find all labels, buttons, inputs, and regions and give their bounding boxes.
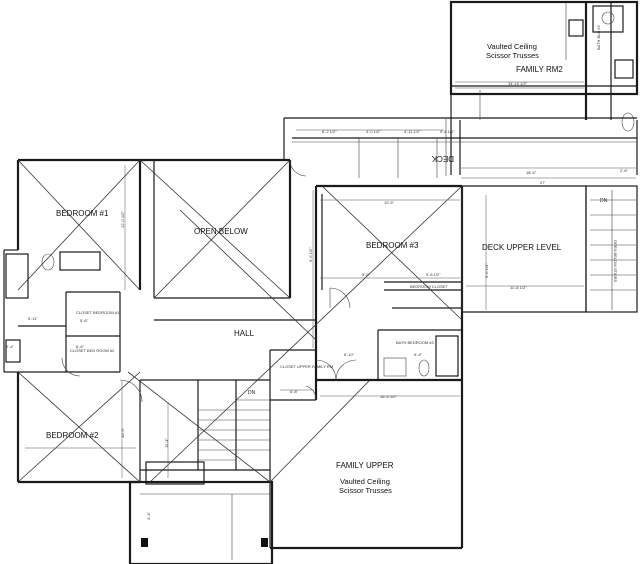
dim-label: 11'-4": [164, 438, 169, 448]
bedroom1-label: BEDROOM #1: [56, 209, 109, 218]
dim-label: 4'-11 1/2": [404, 129, 421, 134]
dim-label: 10'-5": [384, 200, 395, 205]
bedroom3-label: BEDROOM #3: [366, 241, 419, 250]
closet-bed2-label: CLOSET BED ROOM #2: [70, 348, 115, 353]
dim-label: 2'-6": [620, 168, 629, 173]
scissor-trusses-bottom: Scissor Trusses: [339, 486, 392, 495]
dim-label: 5'-8 1/2": [426, 272, 441, 277]
dim-label: 14'-10 1/2": [508, 81, 528, 86]
open-below-stairs-label: OPEN BELOW STAIRS: [613, 240, 618, 282]
bedroom2-label: BEDROOM #2: [46, 431, 99, 440]
dimension-lines: [25, 165, 584, 478]
dim-label: 5'-11": [28, 316, 38, 321]
dim-label: 3'-4": [146, 511, 151, 520]
closet-upper-label: CLOSET UPPER FAMILY RM: [280, 364, 333, 369]
ceiling-diagonals: [17, 159, 463, 483]
dim-label: 12'-0 1/2": [120, 211, 125, 228]
main-walls: [3, 158, 638, 564]
dim-label: 6'-8": [290, 389, 299, 394]
stair-treads: [198, 199, 636, 461]
dim-label: 9'-6 1/2": [308, 247, 313, 262]
deck-frame: [283, 90, 638, 179]
dim-label: 16'-6 1/2": [380, 394, 397, 399]
scissor-trusses-top: Scissor Trusses: [486, 51, 539, 60]
family-rm2-block: [449, 0, 639, 132]
dim-label: 10'-6": [120, 427, 125, 438]
dim-label: 11'-8 1/2": [510, 285, 527, 290]
dn-deck-label: DN: [600, 198, 608, 204]
dim-label: 18'-6": [526, 170, 537, 175]
dim-label: 2'-4": [6, 344, 15, 349]
vaulted-ceiling-bottom: Vaulted Ceiling: [340, 477, 390, 486]
family-upper-label: FAMILY UPPER: [336, 461, 394, 470]
dim-label: 9'-8 1/2": [440, 129, 455, 134]
dim-label: 6'-6": [76, 344, 85, 349]
bath-bld2-label: BATH BLD #2: [596, 24, 601, 50]
dn-stair-label: DN: [248, 390, 256, 396]
dim-label: 9'-4": [414, 352, 423, 357]
dim-label: 5'-6": [80, 318, 89, 323]
dim-label: 9'-5": [362, 272, 371, 277]
vaulted-ceiling-top: Vaulted Ceiling: [487, 42, 537, 51]
dim-label: 4'-0 1/2": [366, 129, 381, 134]
deck-upper-label: DECK UPPER LEVEL: [482, 243, 562, 252]
dim-label: 6'-2 1/2": [322, 129, 337, 134]
closet-bed1-label: CLOSET BEDROOM #1: [76, 310, 120, 315]
dimension-labels: 14'-10 1/2" 18'-6" 27' 2'-6" 6'-2 1/2" 4…: [6, 81, 629, 520]
hall-label: HALL: [234, 329, 255, 338]
dim-label: 9'-6 1/4": [484, 263, 489, 278]
dim-label: 6'-10": [344, 352, 355, 357]
deck-label: DECK: [431, 154, 454, 163]
open-below-label: OPEN BELOW: [194, 227, 248, 236]
dim-label: 27': [540, 180, 545, 185]
bath-bed3-label: BATH BEDROOM #3: [396, 340, 434, 345]
family-rm2-label: FAMILY RM2: [516, 65, 563, 74]
door-swings: [61, 159, 357, 403]
bedroom-closet-label: BEDROOM CLOSET: [410, 284, 448, 289]
